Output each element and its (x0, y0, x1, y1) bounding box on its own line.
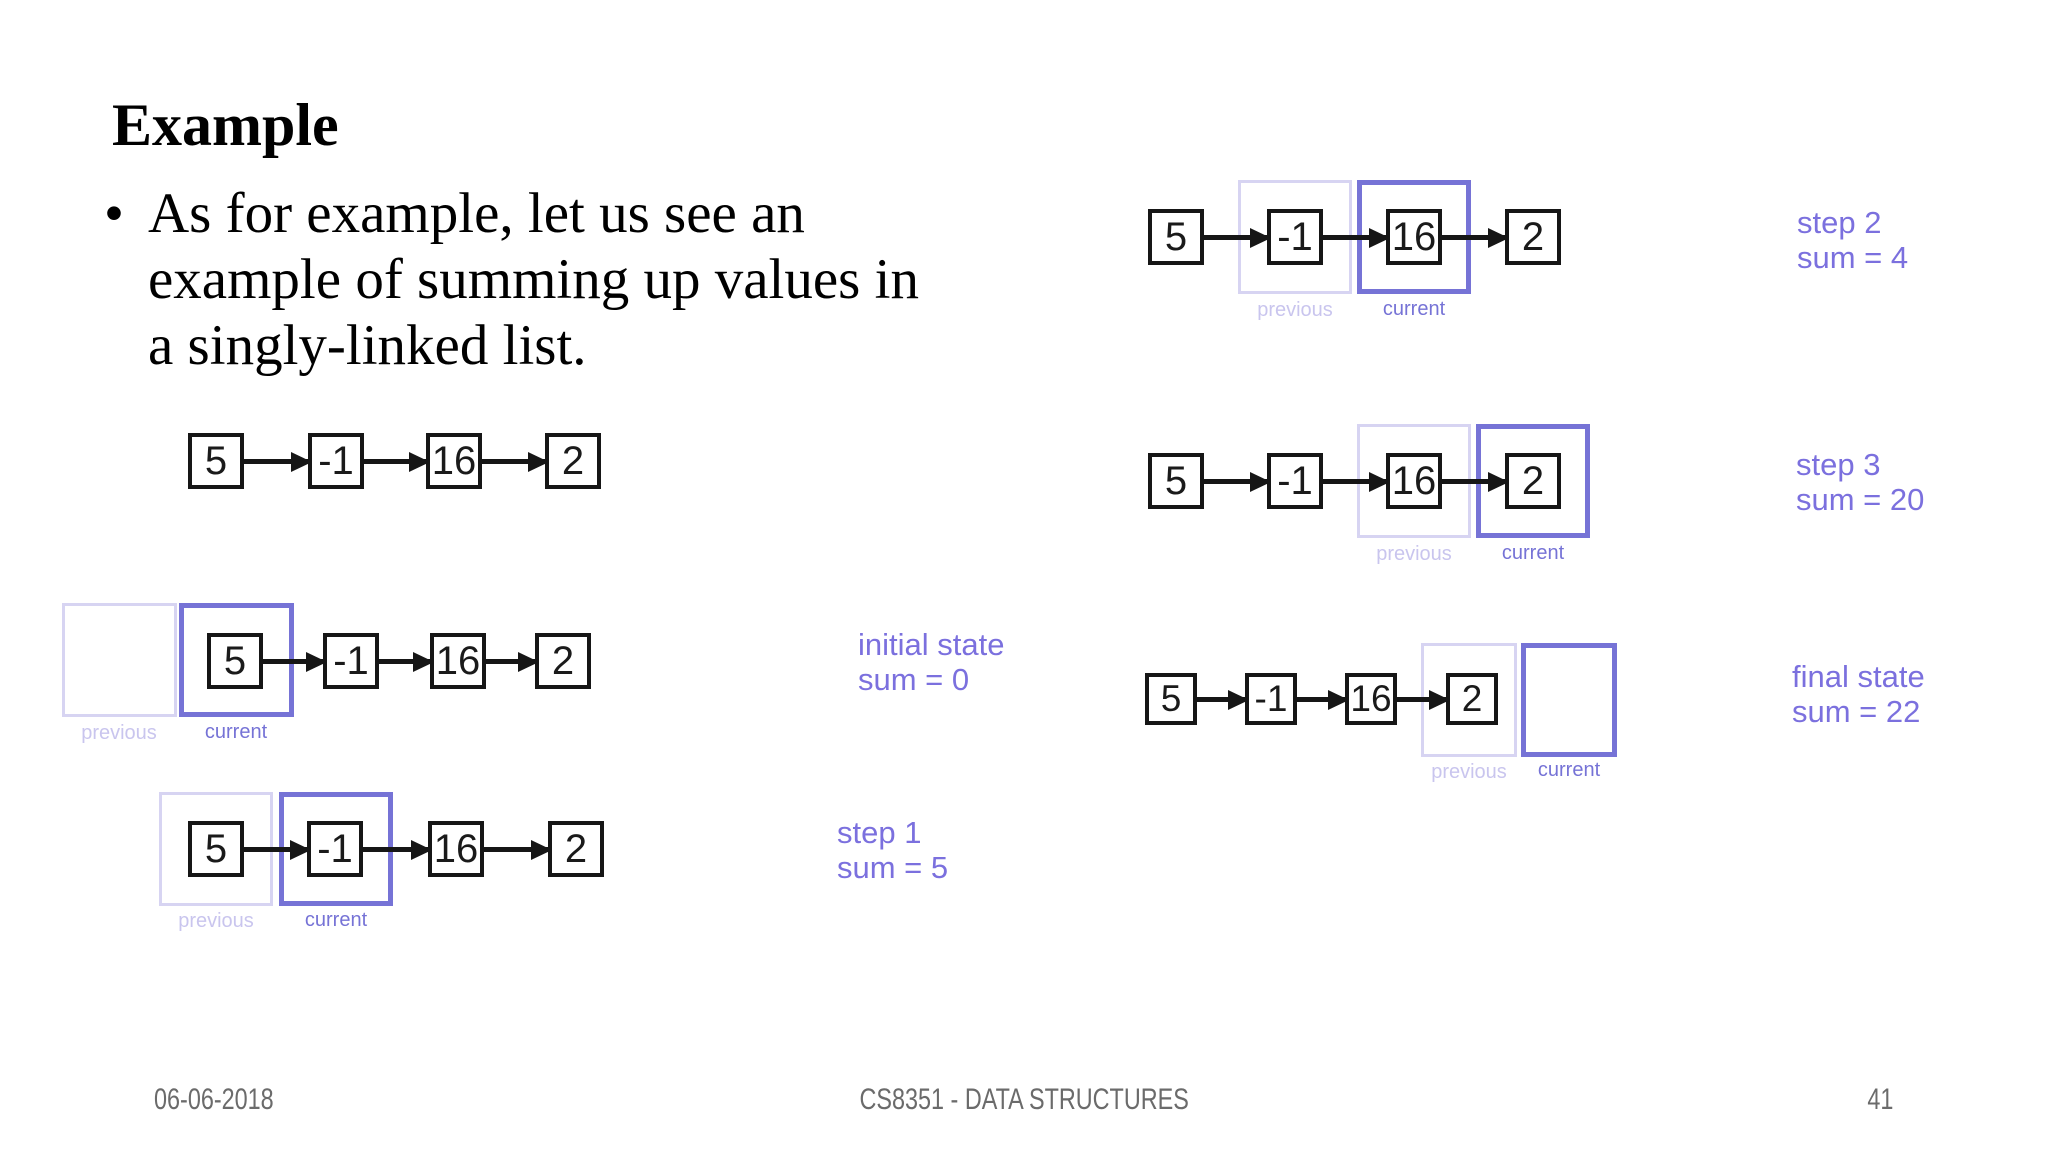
list-node: 5 (188, 821, 244, 877)
list-node: 16 (430, 633, 486, 689)
footer-page-number: 41 (1866, 1083, 1893, 1116)
footer-course-text: CS8351 - DATA STRUCTURES (859, 1083, 1189, 1116)
previous-label: previous (1257, 299, 1333, 321)
list-node: 16 (1345, 673, 1397, 725)
state-annotation: step 3 sum = 20 (1796, 447, 1924, 517)
previous-label: previous (1431, 761, 1507, 783)
list-node: 5 (1145, 673, 1197, 725)
next-pointer-arrow-icon (484, 651, 539, 672)
next-pointer-arrow-icon (1440, 227, 1509, 248)
state-sum: sum = 20 (1796, 482, 1925, 517)
next-pointer-arrow-icon (242, 451, 312, 472)
current-label: current (1382, 298, 1446, 320)
list-node: 16 (428, 821, 484, 877)
state-annotation: initial state sum = 0 (858, 627, 1004, 697)
state-annotation: final state sum = 22 (1792, 659, 1925, 729)
state-sum: sum = 0 (858, 662, 970, 697)
state-sum: sum = 22 (1792, 694, 1921, 729)
footer-date: 06-06-2018 (154, 1083, 274, 1116)
list-node: 5 (1148, 453, 1204, 509)
next-pointer-arrow-icon (1295, 689, 1349, 710)
state-name: initial state (858, 627, 1005, 662)
bullet-text: As for example, let us see an example of… (148, 182, 919, 377)
list-node: 16 (426, 433, 482, 489)
next-pointer-arrow-icon (1395, 689, 1450, 710)
next-pointer-arrow-icon (1202, 471, 1271, 492)
list-node: 2 (1505, 209, 1561, 265)
state-name: final state (1792, 659, 1925, 694)
state-name: step 3 (1796, 447, 1881, 482)
list-node: 2 (1505, 453, 1561, 509)
next-pointer-arrow-icon (480, 451, 549, 472)
next-pointer-arrow-icon (361, 839, 432, 860)
state-sum: sum = 4 (1797, 240, 1909, 275)
state-name: step 1 (837, 815, 922, 850)
list-node: -1 (1267, 209, 1323, 265)
list-node: 5 (1148, 209, 1204, 265)
state-name: step 2 (1797, 205, 1882, 240)
current-label: current (204, 721, 268, 743)
next-pointer-arrow-icon (261, 651, 327, 672)
list-node: 2 (545, 433, 601, 489)
next-pointer-arrow-icon (1321, 471, 1390, 492)
previous-label: previous (81, 722, 157, 744)
list-node: 5 (188, 433, 244, 489)
list-node: -1 (323, 633, 379, 689)
state-annotation: step 2 sum = 4 (1797, 205, 1908, 275)
next-pointer-arrow-icon (377, 651, 434, 672)
list-node: 2 (1446, 673, 1498, 725)
previous-label: previous (178, 910, 254, 932)
bullet-glyph: • (104, 182, 124, 245)
previous-label: previous (1376, 543, 1452, 565)
page-title: Example (112, 92, 339, 158)
list-node: 16 (1386, 453, 1442, 509)
list-node: 2 (548, 821, 604, 877)
next-pointer-arrow-icon (1440, 471, 1509, 492)
state-sum: sum = 5 (837, 850, 949, 885)
state-annotation: step 1 sum = 5 (837, 815, 948, 885)
next-pointer-arrow-icon (1321, 227, 1390, 248)
current-label: current (304, 909, 368, 931)
list-node: -1 (1267, 453, 1323, 509)
footer-course: CS8351 - DATA STRUCTURES (0, 1085, 2048, 1115)
current-label: current (1501, 542, 1565, 564)
list-node: 5 (207, 633, 263, 689)
list-node: 2 (535, 633, 591, 689)
list-node: -1 (1245, 673, 1297, 725)
current-label: current (1537, 759, 1601, 781)
list-node: -1 (307, 821, 363, 877)
next-pointer-arrow-icon (1202, 227, 1271, 248)
next-pointer-arrow-icon (362, 451, 430, 472)
next-pointer-arrow-icon (242, 839, 311, 860)
current-pointer-box (1521, 643, 1617, 757)
list-node: 16 (1386, 209, 1442, 265)
next-pointer-arrow-icon (1195, 689, 1249, 710)
previous-pointer-box (62, 603, 177, 717)
list-node: -1 (308, 433, 364, 489)
next-pointer-arrow-icon (482, 839, 552, 860)
